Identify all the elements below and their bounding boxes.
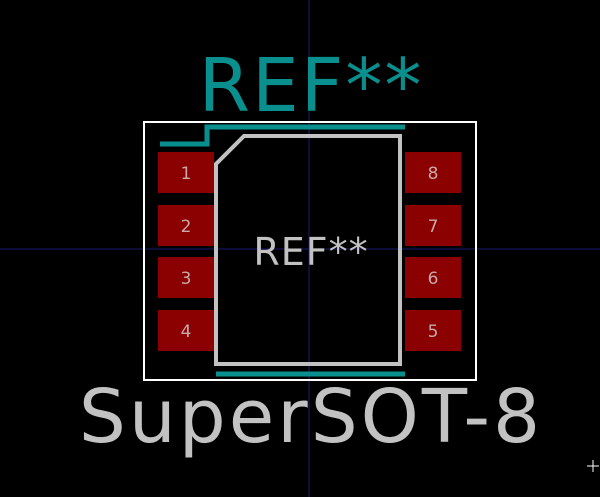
pad-7[interactable]: 7 [405,205,461,246]
pad-8-shape[interactable] [405,152,461,193]
pad-5-number: 5 [428,322,439,342]
pad-3[interactable]: 3 [158,257,214,298]
pad-2-shape[interactable] [158,205,214,246]
pad-4[interactable]: 4 [158,310,214,351]
reference-designator[interactable]: REF** [199,43,424,129]
pad-5-shape[interactable] [405,310,461,351]
fab-body-outline [214,134,402,366]
crosshair-cursor-icon [587,460,599,472]
pad-1-shape[interactable] [158,152,214,193]
pad-8[interactable]: 8 [405,152,461,193]
pad-7-number: 7 [428,217,439,237]
pad-2-number: 2 [181,217,192,237]
pad-6-number: 6 [428,269,439,289]
pad-5[interactable]: 5 [405,310,461,351]
footprint-value[interactable]: SuperSOT-8 [79,374,543,460]
pad-7-shape[interactable] [405,205,461,246]
pad-4-shape[interactable] [158,310,214,351]
pad-4-number: 4 [181,322,192,342]
pad-2[interactable]: 2 [158,205,214,246]
pad-6-shape[interactable] [405,257,461,298]
pad-3-number: 3 [181,269,192,289]
silkscreen-top-line [160,124,405,147]
courtyard-outline [143,121,477,381]
pad-1[interactable]: 1 [158,152,214,193]
pad-6[interactable]: 6 [405,257,461,298]
fab-reference[interactable]: REF** [253,230,368,274]
pad-8-number: 8 [428,164,439,184]
pad-1-number: 1 [181,164,192,184]
pad-3-shape[interactable] [158,257,214,298]
